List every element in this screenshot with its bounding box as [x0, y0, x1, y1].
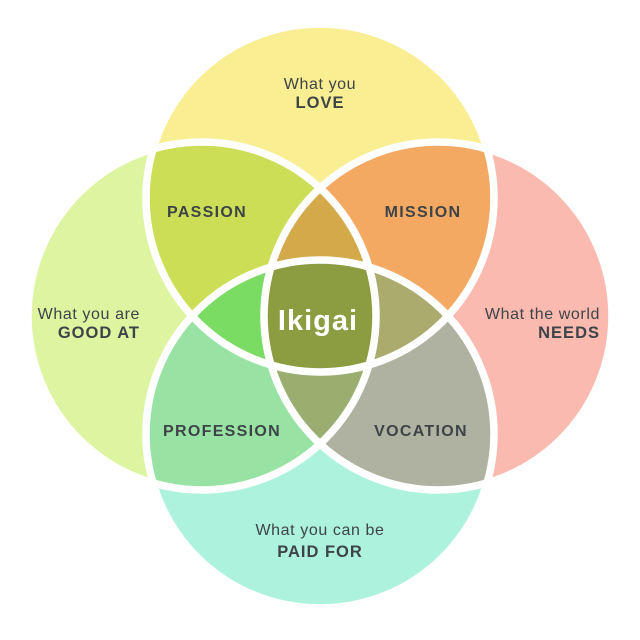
- outline-circle-love: [142, 20, 498, 376]
- label-paid-for-line1: What you can be: [255, 522, 384, 539]
- label-good-at-line1: What you are: [38, 306, 140, 323]
- outline-circle-good-at: [24, 138, 380, 494]
- label-paid-for-line2: PAID FOR: [277, 543, 363, 561]
- outline-circle-needs: [260, 138, 616, 494]
- label-profession: PROFESSION: [163, 423, 281, 440]
- label-love-line2: LOVE: [296, 94, 345, 112]
- label-needs-line1: What the world: [485, 306, 600, 323]
- region-triple-left: [146, 260, 376, 372]
- label-mission: MISSION: [385, 204, 462, 221]
- region-triple-top: [264, 142, 376, 372]
- ikigai-center-label: Ikigai: [278, 305, 358, 337]
- label-good-at-line2: GOOD AT: [58, 324, 140, 342]
- region-triple-right: [264, 260, 494, 372]
- outline-circle-paid-for: [142, 256, 498, 612]
- label-needs-line2: NEEDS: [538, 324, 600, 342]
- region-triple-bottom: [264, 260, 376, 490]
- label-passion: PASSION: [167, 204, 247, 221]
- label-love-line1: What you: [284, 76, 356, 93]
- label-vocation: VOCATION: [374, 423, 468, 440]
